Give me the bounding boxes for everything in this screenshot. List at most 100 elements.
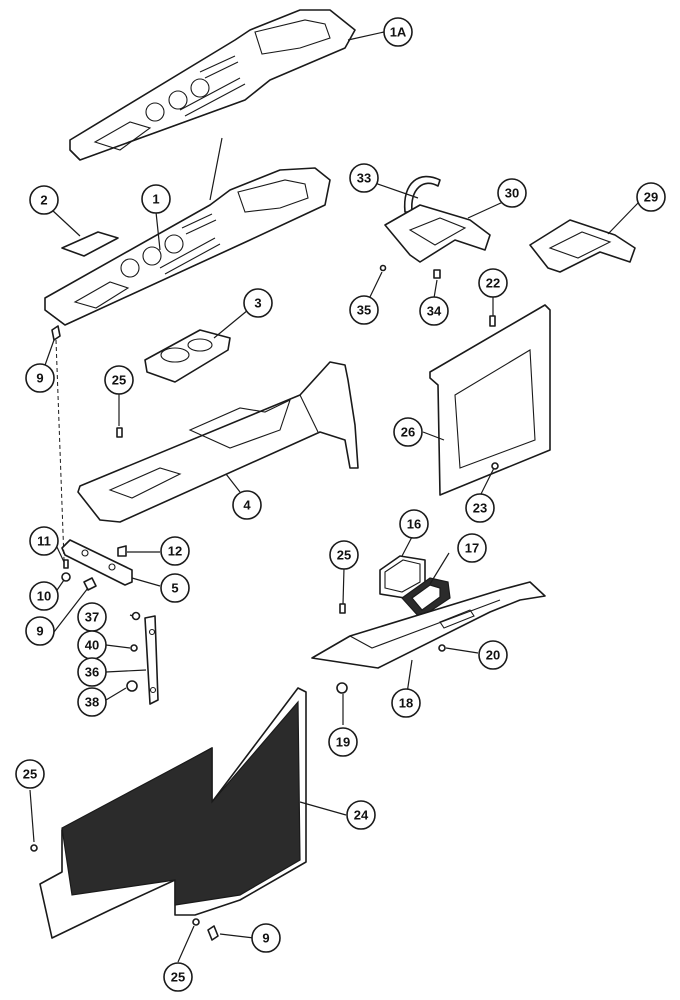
part-29-shift-cover xyxy=(529,219,636,273)
part-25-screw-left xyxy=(30,844,38,852)
svg-text:16: 16 xyxy=(407,517,421,532)
callout-1: 1 xyxy=(141,184,171,214)
part-5-bracket xyxy=(61,539,133,586)
svg-text:19: 19 xyxy=(336,735,350,750)
svg-text:34: 34 xyxy=(427,304,442,319)
svg-text:3: 3 xyxy=(254,296,261,311)
callout-9-middle: 9 xyxy=(25,616,55,646)
part-18-lower-panel xyxy=(311,581,546,669)
part-40-screw xyxy=(130,644,138,652)
callout-30: 30 xyxy=(497,178,527,208)
part-35-screw xyxy=(379,264,387,272)
callout-22: 22 xyxy=(478,268,508,298)
part-36-strap xyxy=(144,615,159,705)
part-20-screw xyxy=(438,644,446,652)
svg-text:10: 10 xyxy=(37,589,51,604)
dashed-guide-line xyxy=(55,339,65,561)
part-9-clip-bottom xyxy=(207,925,219,941)
part-11-screw xyxy=(63,559,69,569)
svg-text:29: 29 xyxy=(644,190,658,205)
part-1-console xyxy=(44,137,331,326)
part-4-console-panel xyxy=(77,361,359,523)
svg-text:36: 36 xyxy=(85,665,99,680)
svg-text:38: 38 xyxy=(85,695,99,710)
svg-text:26: 26 xyxy=(401,425,415,440)
callout-1a: 1A xyxy=(383,17,413,47)
svg-text:5: 5 xyxy=(171,581,178,596)
svg-text:1A: 1A xyxy=(390,25,407,40)
callout-23: 23 xyxy=(465,493,495,523)
callout-36: 36 xyxy=(77,657,107,687)
svg-text:30: 30 xyxy=(505,186,519,201)
svg-text:20: 20 xyxy=(486,648,500,663)
svg-text:35: 35 xyxy=(357,303,371,318)
svg-text:9: 9 xyxy=(36,371,43,386)
callout-4: 4 xyxy=(232,490,262,520)
svg-text:23: 23 xyxy=(473,501,487,516)
svg-text:33: 33 xyxy=(357,171,371,186)
part-33-handle xyxy=(403,175,441,213)
svg-text:25: 25 xyxy=(337,548,351,563)
part-25-screw-bottom xyxy=(192,918,200,926)
callout-9-bottom: 9 xyxy=(251,923,281,953)
svg-text:37: 37 xyxy=(85,610,99,625)
svg-text:22: 22 xyxy=(486,276,500,291)
svg-text:25: 25 xyxy=(112,373,126,388)
callout-11: 11 xyxy=(29,526,59,556)
callout-9-upper: 9 xyxy=(25,363,55,393)
svg-text:18: 18 xyxy=(399,696,413,711)
callout-24: 24 xyxy=(346,800,376,830)
svg-text:2: 2 xyxy=(40,193,47,208)
part-9-clip-upper xyxy=(51,325,61,341)
callout-33: 33 xyxy=(349,163,379,193)
svg-text:1: 1 xyxy=(152,192,159,207)
callout-10: 10 xyxy=(29,581,59,611)
svg-text:25: 25 xyxy=(23,767,37,782)
callout-2: 2 xyxy=(29,185,59,215)
svg-text:9: 9 xyxy=(36,624,43,639)
part-25-screw-mid xyxy=(339,603,346,614)
callout-16: 16 xyxy=(399,509,429,539)
callout-40: 40 xyxy=(77,630,107,660)
callout-18: 18 xyxy=(391,688,421,718)
callout-25-bottom: 25 xyxy=(163,962,193,992)
callout-5: 5 xyxy=(160,573,190,603)
svg-text:11: 11 xyxy=(37,534,51,549)
svg-text:25: 25 xyxy=(171,970,185,985)
svg-text:17: 17 xyxy=(465,541,479,556)
callout-17: 17 xyxy=(457,533,487,563)
part-22-screw xyxy=(489,315,496,327)
svg-text:9: 9 xyxy=(262,931,269,946)
part-30-shift-cover xyxy=(384,204,491,263)
svg-text:40: 40 xyxy=(85,638,99,653)
part-2-cover xyxy=(61,231,119,257)
part-3-tray xyxy=(144,329,231,383)
part-1a-console-upper xyxy=(69,9,356,161)
part-9-clip-middle xyxy=(83,577,97,591)
callout-37: 37 xyxy=(77,602,107,632)
part-23-screw xyxy=(491,462,499,470)
callout-26: 26 xyxy=(393,417,423,447)
callout-38: 38 xyxy=(77,687,107,717)
callout-3: 3 xyxy=(243,288,273,318)
callout-25-upper: 25 xyxy=(104,365,134,395)
callout-12: 12 xyxy=(160,536,190,566)
svg-text:24: 24 xyxy=(354,808,369,823)
part-34-clip xyxy=(433,269,441,279)
callout-35: 35 xyxy=(349,295,379,325)
callout-34: 34 xyxy=(419,296,449,326)
part-12-clip xyxy=(117,545,127,557)
part-38-nut xyxy=(126,680,138,692)
callout-25-middle: 25 xyxy=(329,540,359,570)
callout-20: 20 xyxy=(478,640,508,670)
part-24-insulation-panel xyxy=(39,687,307,939)
callout-29: 29 xyxy=(636,182,666,212)
svg-text:12: 12 xyxy=(168,544,182,559)
callout-19: 19 xyxy=(328,727,358,757)
part-25-screw-upper xyxy=(116,427,123,438)
part-10-nut xyxy=(61,572,71,582)
part-26-side-panel xyxy=(429,304,551,496)
svg-text:4: 4 xyxy=(243,498,251,513)
part-37-washer xyxy=(131,611,141,621)
